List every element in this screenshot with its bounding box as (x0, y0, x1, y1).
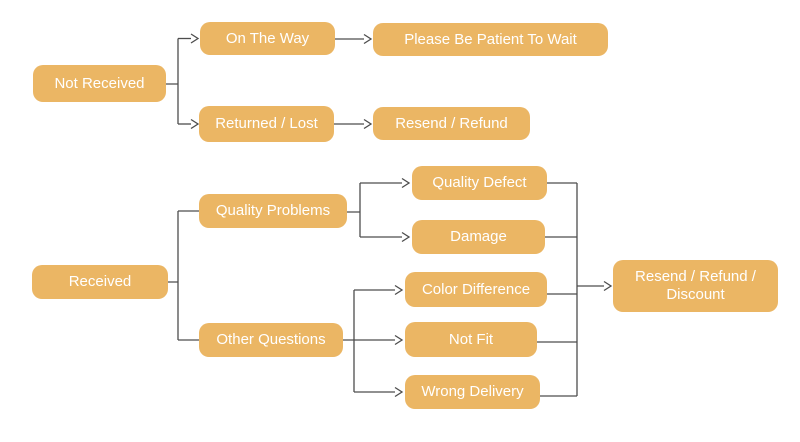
edge-other-questions-branch (343, 284, 404, 398)
node-on-the-way: On The Way (200, 22, 335, 55)
node-please-be-patient-to-wait: Please Be Patient To Wait (373, 23, 608, 56)
node-resend-refund-discount: Resend / Refund / Discount (613, 260, 778, 312)
node-quality-problems: Quality Problems (199, 194, 347, 228)
node-quality-defect: Quality Defect (412, 166, 547, 200)
node-returned-lost: Returned / Lost (199, 106, 334, 142)
edge-on-the-way-please-be-patient (335, 33, 373, 45)
edge-merge-resend-refund-discount (537, 182, 613, 397)
node-wrong-delivery: Wrong Delivery (405, 375, 540, 409)
edge-quality-problems-branch (347, 177, 411, 243)
node-not-received: Not Received (33, 65, 166, 102)
node-color-difference: Color Difference (405, 272, 547, 307)
edge-not-received-branch (166, 33, 200, 130)
node-not-fit: Not Fit (405, 322, 537, 357)
node-other-questions: Other Questions (199, 323, 343, 357)
node-resend-refund: Resend / Refund (373, 107, 530, 140)
edge-returned-lost-resend-refund (334, 118, 373, 130)
node-received: Received (32, 265, 168, 299)
edge-received-branch (168, 210, 200, 341)
node-damage: Damage (412, 220, 545, 254)
